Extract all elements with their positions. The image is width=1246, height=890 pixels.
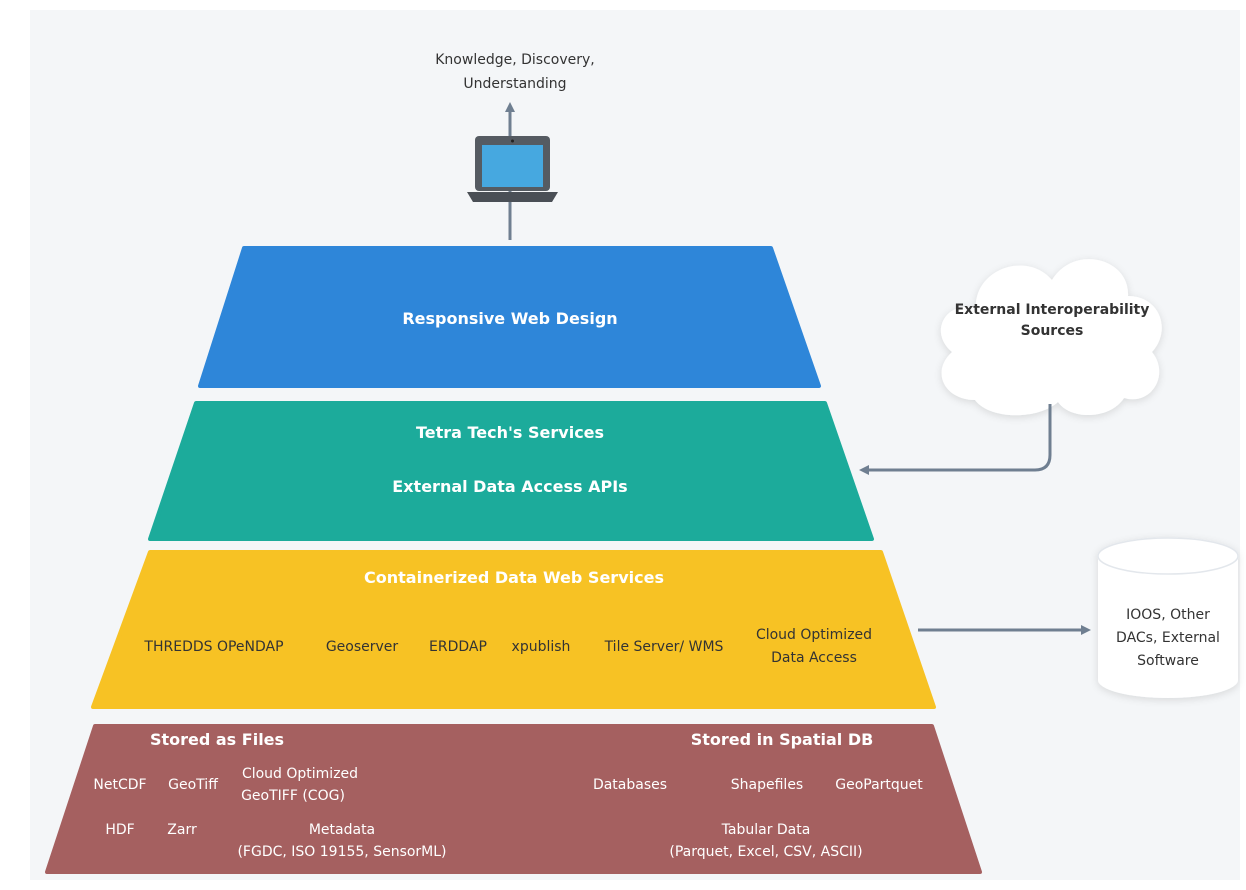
service-cloud-optimized-line2: Data Access [771, 650, 857, 666]
layer-web-design-label: Responsive Web Design [402, 309, 617, 328]
file-metadata-line1: Metadata [309, 822, 375, 838]
service-cloud-optimized-line1: Cloud Optimized [756, 627, 872, 643]
cloud-label-line1: External Interoperability [955, 302, 1150, 318]
service-erddap: ERDDAP [429, 639, 487, 655]
layer-containers-title: Containerized Data Web Services [364, 568, 664, 587]
storage-files-title: Stored as Files [150, 730, 284, 749]
cloud-icon [940, 259, 1162, 416]
layer-services [148, 401, 874, 541]
file-hdf: HDF [105, 822, 134, 838]
laptop-icon [467, 136, 558, 240]
file-cog-line2: GeoTIFF (COG) [241, 788, 345, 804]
service-tile-server: Tile Server/ WMS [604, 639, 724, 655]
storage-db-title: Stored in Spatial DB [691, 730, 874, 749]
cloud-to-services-arrow [859, 404, 1052, 475]
service-thredds: THREDDS OPeNDAP [143, 639, 283, 655]
layer-services-line2: External Data Access APIs [392, 477, 627, 496]
layer-services-line1: Tetra Tech's Services [416, 423, 604, 442]
file-metadata-line2: (FGDC, ISO 19155, SensorML) [237, 844, 446, 860]
cloud-label-line2: Sources [1021, 323, 1084, 339]
database-label-line1: IOOS, Other [1126, 607, 1210, 623]
db-tabular-line1: Tabular Data [721, 822, 811, 838]
file-zarr: Zarr [167, 822, 197, 838]
layer-storage [45, 724, 982, 874]
db-geopartquet: GeoPartquet [835, 777, 923, 793]
db-databases: Databases [593, 777, 667, 793]
layer-web-design [198, 246, 821, 388]
goal-text-line2: Understanding [463, 76, 566, 92]
db-shapefiles: Shapefiles [731, 777, 803, 793]
db-tabular-line2: (Parquet, Excel, CSV, ASCII) [669, 844, 862, 860]
file-netcdf: NetCDF [93, 777, 146, 793]
layer-containers [91, 550, 936, 709]
goal-text-line1: Knowledge, Discovery, [435, 52, 594, 68]
database-icon [1097, 537, 1239, 698]
database-label-line3: Software [1137, 653, 1199, 669]
file-cog-line1: Cloud Optimized [242, 766, 358, 782]
service-geoserver: Geoserver [326, 639, 399, 655]
file-geotiff: GeoTiff [168, 777, 218, 793]
service-xpublish: xpublish [512, 639, 571, 655]
database-label-line2: DACs, External [1116, 630, 1220, 646]
